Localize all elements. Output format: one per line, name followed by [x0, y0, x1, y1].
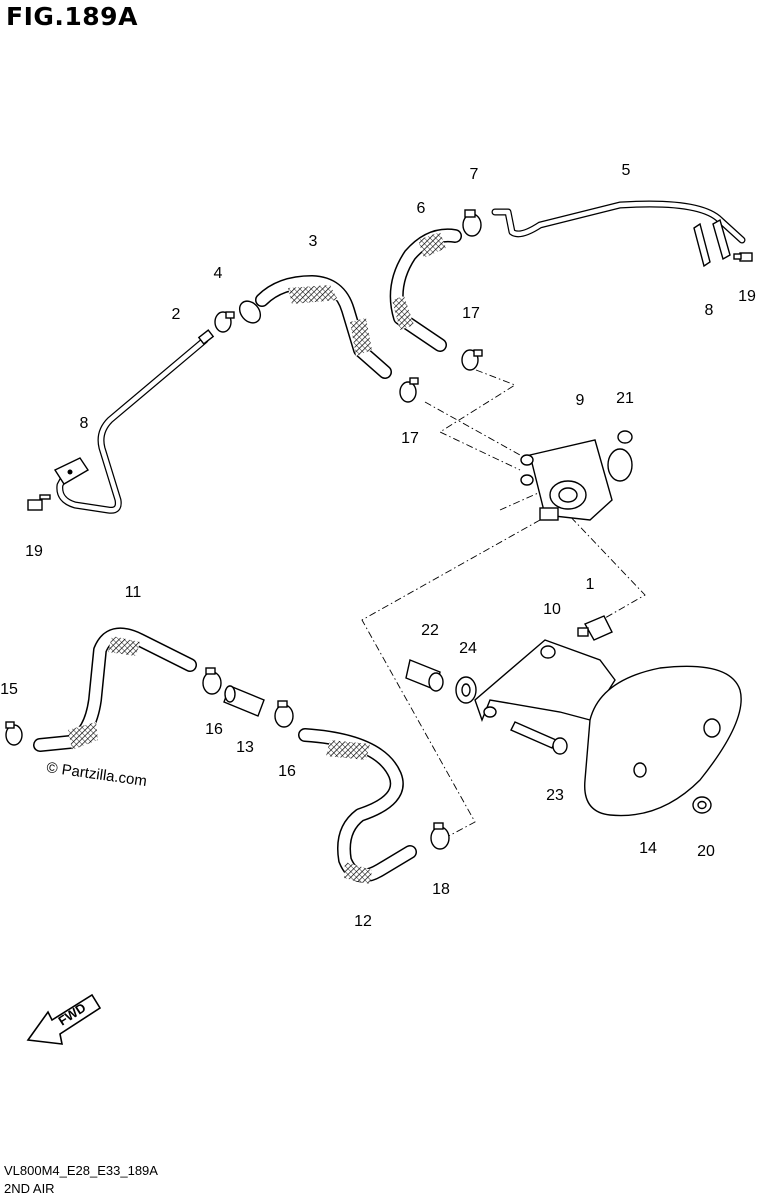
callout-8-left: 8 [80, 415, 89, 432]
callout-16-right: 16 [278, 763, 296, 780]
callout-2: 2 [172, 306, 181, 323]
grommet-24 [455, 676, 477, 704]
callout-14: 14 [639, 840, 657, 857]
collar-22 [405, 659, 444, 692]
hose-6 [389, 228, 462, 352]
callout-22: 22 [421, 622, 439, 639]
sensor-1 [577, 615, 613, 641]
watermark: © Partzilla.com [45, 759, 147, 790]
callout-17-upper: 17 [462, 305, 480, 322]
callout-1: 1 [586, 576, 595, 593]
clamp-16-left [202, 667, 222, 695]
callout-7: 7 [470, 166, 479, 183]
callout-16-left: 16 [205, 721, 223, 738]
figure-code: VL800M4_E28_E33_189A [4, 1163, 158, 1178]
callout-19-right: 19 [738, 288, 756, 305]
clamp-4 [214, 311, 235, 333]
callout-12: 12 [354, 913, 372, 930]
callout-19-left: 19 [25, 543, 43, 560]
guide-lines [361, 369, 646, 839]
pipe-2-assembly [53, 329, 215, 514]
callout-20: 20 [697, 843, 715, 860]
callout-9: 9 [576, 392, 585, 409]
callout-18: 18 [432, 881, 450, 898]
callouts: 1 2 3 4 5 6 7 8 8 9 10 11 12 13 14 15 16… [0, 162, 756, 930]
hose-11 [33, 627, 197, 752]
bolt-23 [510, 721, 568, 755]
cover-14 [584, 665, 742, 817]
nut-21 [617, 430, 633, 444]
clamp-18 [430, 822, 450, 850]
callout-24: 24 [459, 640, 477, 657]
clamp-16-right [274, 700, 294, 728]
bracket-8-right [693, 218, 731, 268]
callout-10: 10 [543, 601, 561, 618]
fwd-arrow-icon: FWD [26, 993, 102, 1045]
figure-name: 2ND AIR [4, 1181, 55, 1196]
callout-6: 6 [417, 200, 426, 217]
callout-11: 11 [125, 584, 142, 601]
callout-4: 4 [214, 265, 223, 282]
hose-12 [298, 728, 417, 884]
callout-8-right: 8 [705, 302, 714, 319]
clamp-17-lower [399, 377, 419, 403]
callout-15: 15 [0, 681, 18, 698]
callout-13: 13 [236, 739, 254, 756]
valve-9 [520, 439, 633, 521]
clamp-15 [5, 721, 23, 746]
figure-title: FIG.189A [6, 2, 138, 31]
hose-3 [238, 275, 392, 379]
bolt-19-right [733, 252, 753, 262]
clamp-7 [462, 209, 482, 237]
callout-21: 21 [616, 390, 634, 407]
callout-17-lower: 17 [401, 430, 419, 447]
bolt-19-left [27, 494, 51, 511]
pipe-5 [491, 200, 746, 244]
callout-5: 5 [622, 162, 631, 179]
callout-3: 3 [309, 233, 318, 250]
clamp-17-upper [461, 349, 483, 371]
joint-13 [223, 685, 265, 717]
callout-23: 23 [546, 787, 564, 804]
bracket-10 [474, 639, 616, 722]
nut-20 [692, 796, 712, 814]
